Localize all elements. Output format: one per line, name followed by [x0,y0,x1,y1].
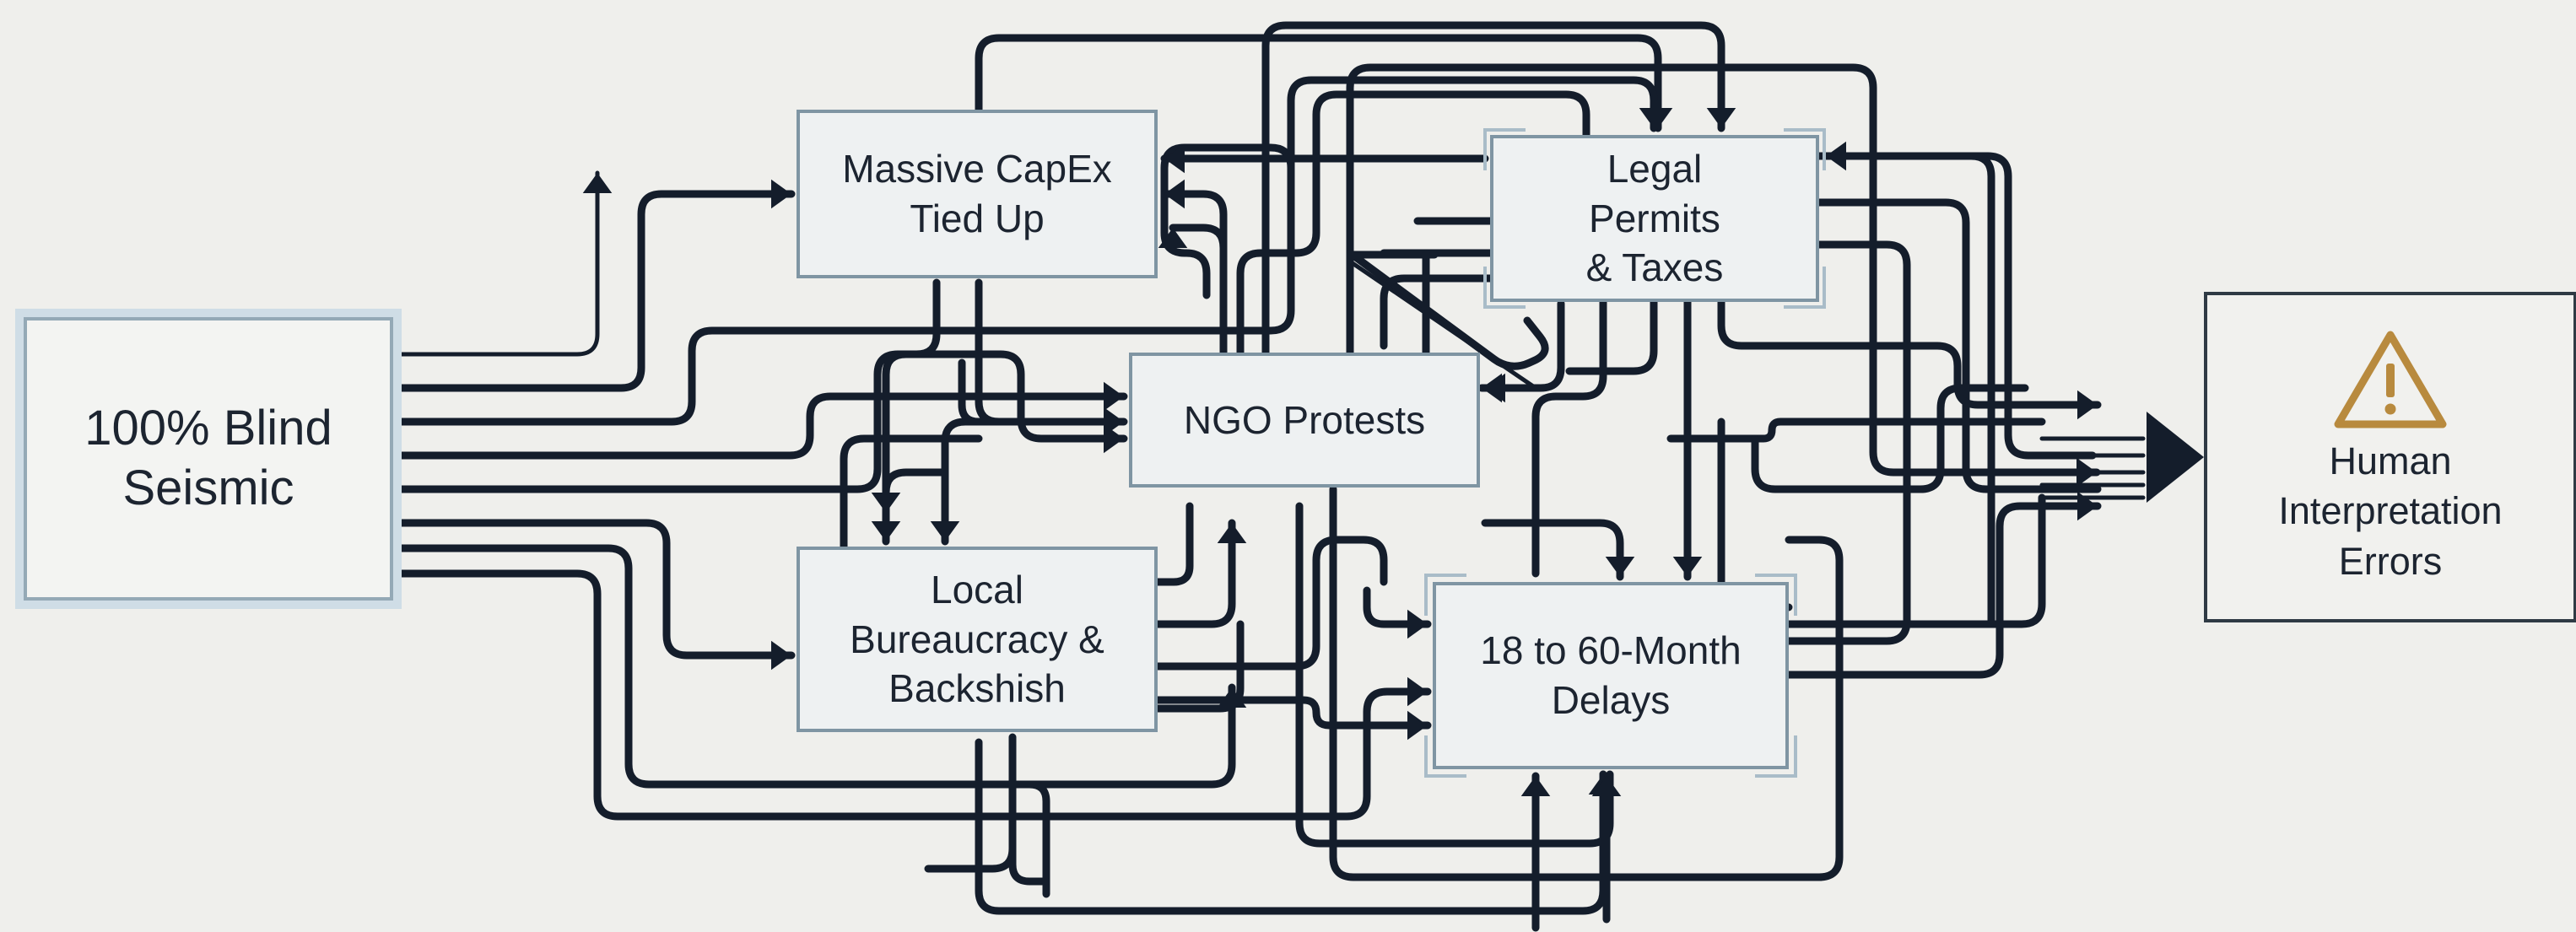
arrowhead [2077,491,2098,521]
connector-line [1531,298,1607,578]
connector-line [391,392,1128,460]
node-local-bureaucracy[interactable]: Local Bureaucracy & Backshish [797,547,1158,732]
warning-triangle-icon [2334,331,2447,428]
arrowhead [1520,776,1551,796]
connector-line [1153,519,1236,628]
connector-line [1329,485,1844,881]
connector-line [1477,299,1565,392]
arrowhead [1591,776,1622,796]
connector-line [1236,90,1590,477]
arrowhead [1407,710,1428,741]
connector-line [1363,586,1432,628]
connector-line [1153,696,1432,730]
arrowhead [582,173,613,193]
connector-line [1153,536,1388,671]
connector-line [1717,298,2102,409]
connector-line [1160,190,1228,308]
arrowhead [1158,228,1188,248]
connector-line [391,519,796,660]
node-label: Massive CapEx Tied Up [842,147,1112,240]
connector-line [924,733,1017,873]
connector-line [975,738,1607,915]
connector-line [1815,198,2102,493]
connector-line [1785,502,2102,679]
connector-line [941,418,1059,546]
arrowhead [771,179,791,209]
connector-line [391,350,1128,493]
connector-line [391,190,796,392]
node-label: Local Bureaucracy & Backshish [850,567,1104,711]
connector-line [1261,21,1725,357]
connector-line [840,434,983,551]
connector-line [1008,780,1050,898]
connector-line [1822,152,1995,628]
connector-line [1347,259,1538,391]
connector-line [391,544,1236,789]
arrowhead [1639,108,1669,128]
connector-line [1008,738,1050,886]
node-delays[interactable]: 18 to 60-Month Delays [1424,574,1797,778]
connector-line [975,34,1662,132]
arrowhead [2077,390,2098,420]
connector-line [882,468,949,546]
connector-line [1481,519,1624,581]
arrowhead [1217,523,1247,543]
connector-line [1785,240,1911,645]
connector-line [1153,502,1194,586]
connector-line [1565,298,1658,375]
node-label: 18 to 60-Month Delays [1480,628,1742,722]
node-label: 100% Blind Seismic [84,401,332,515]
connector-line [1815,152,2097,460]
connector-line [882,278,941,517]
arrowhead [1217,687,1247,708]
arrowhead [2076,457,2097,488]
arrowhead [1164,179,1185,209]
arrowhead [1826,141,1846,171]
arrowhead [1706,108,1736,128]
node-ngo-protests[interactable]: NGO Protests [1129,353,1480,488]
arrowhead [1104,381,1124,412]
connector-line [1751,384,2029,493]
connector-line [391,143,1295,426]
arrowhead [1407,609,1428,639]
node-label: Human Interpretation Errors [2278,439,2503,583]
arrowhead [1605,557,1635,577]
node-massive-capex[interactable]: Massive CapEx Tied Up [797,110,1158,278]
node-label: NGO Protests [1183,397,1426,442]
arrowhead [1164,143,1185,174]
arrowhead [1482,373,1502,403]
arrowhead [930,521,960,541]
connector-line [392,170,600,357]
node-human-interpretation-errors[interactable]: Human Interpretation Errors [2204,292,2576,622]
connector-lines [391,21,2146,932]
connector-line [1346,63,2101,477]
arrowhead [1104,407,1124,437]
funnel-arrowhead [2147,412,2204,503]
arrowhead [871,521,901,541]
arrowhead [1407,676,1428,707]
connector-line [1666,418,2046,443]
connector-line [1287,76,1658,215]
arrowhead [871,493,901,513]
arrowhead [1672,557,1703,577]
arrowhead [771,640,791,671]
node-legal-permits-taxes[interactable]: Legal Permits & Taxes [1483,128,1826,309]
node-label: Legal Permits & Taxes [1585,146,1724,290]
node-blind-seismic[interactable]: 100% Blind Seismic [24,317,393,601]
connector-line [1380,274,1494,350]
connector-line [1785,493,2046,628]
